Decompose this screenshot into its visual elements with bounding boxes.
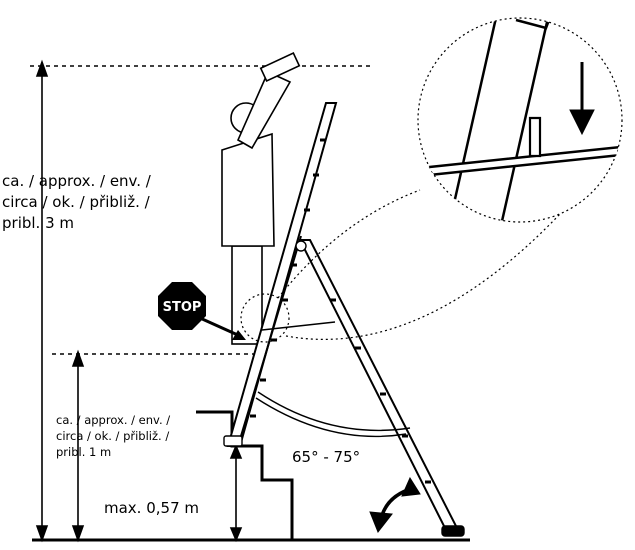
label-height-total: ca. / approx. / env. / circa / ok. / při… <box>2 172 152 232</box>
max-step-label: max. 0,57 m <box>104 499 199 517</box>
dashed-guides <box>30 65 372 355</box>
height-total-line-2: circa / ok. / přibliž. / <box>2 193 151 211</box>
rotate-arrow-icon <box>369 476 421 533</box>
stop-sign-label: STOP <box>163 300 202 315</box>
height-total-line-3: pribl. 3 m <box>2 214 74 232</box>
stairs <box>32 410 470 542</box>
zoom-detail <box>417 17 623 223</box>
height-step-line-3: pribl. 1 m <box>56 445 111 459</box>
height-total-line-1: ca. / approx. / env. / <box>2 172 152 190</box>
detail-marker <box>240 293 290 343</box>
stop-sign-icon: STOP <box>158 282 246 340</box>
person-figure <box>221 51 301 345</box>
dimension-lines <box>35 59 243 543</box>
label-height-step: ca. / approx. / env. / circa / ok. / při… <box>56 413 170 459</box>
ladder-hardware <box>223 240 465 537</box>
angle-label: 65° - 75° <box>292 448 360 466</box>
height-step-line-1: ca. / approx. / env. / <box>56 413 170 427</box>
height-step-line-2: circa / ok. / přibliž. / <box>56 429 169 443</box>
down-arrow-icon <box>569 62 595 136</box>
